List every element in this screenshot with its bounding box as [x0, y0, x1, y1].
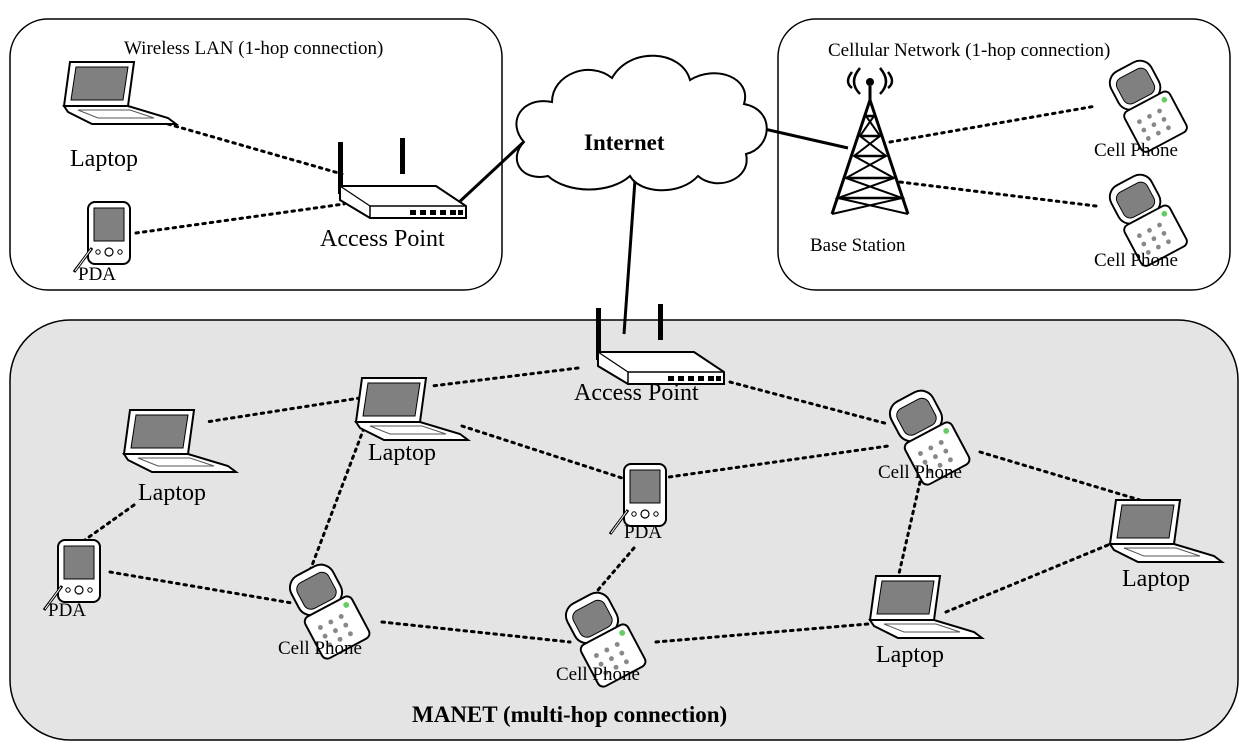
- wlan-title: Wireless LAN (1-hop connection): [124, 38, 383, 59]
- manet-pda-b-label: PDA: [48, 600, 86, 621]
- manet-phone-b-label: Cell Phone: [278, 638, 362, 659]
- manet-pda-a-label: PDA: [624, 522, 662, 543]
- manet-phone-a-label: Cell Phone: [878, 462, 962, 483]
- manet-laptop-b-label: Laptop: [138, 480, 206, 506]
- base-station-label: Base Station: [810, 235, 906, 256]
- manet-title: MANET (multi-hop connection): [412, 702, 727, 727]
- manet-links: [80, 366, 1142, 644]
- link-tower-phone-2: [898, 180, 1098, 208]
- base-station-tower-icon: [830, 67, 910, 215]
- wlan-pda-label: PDA: [78, 264, 116, 285]
- link-laptop-ap: [166, 122, 344, 176]
- cellular-title: Cellular Network (1-hop connection): [828, 40, 1110, 61]
- wlan-laptop-label: Laptop: [70, 146, 138, 172]
- manet-access-point-label: Access Point: [574, 380, 699, 406]
- link-tower-phone-1: [888, 104, 1098, 144]
- internet-label: Internet: [584, 130, 665, 155]
- wire-internet-tower: [759, 126, 849, 150]
- wlan-panel: [9, 18, 503, 291]
- manet-phone-c-label: Cell Phone: [556, 664, 640, 685]
- wire-internet-manet-ap: [622, 165, 638, 335]
- link-pda-ap: [134, 202, 346, 235]
- cellular-phone-1-label: Cell Phone: [1094, 140, 1178, 161]
- manet-laptop-d-label: Laptop: [876, 642, 944, 668]
- cellular-phone-2-label: Cell Phone: [1094, 250, 1178, 271]
- internet-cloud-icon: [515, 54, 768, 192]
- wlan-access-point-label: Access Point: [320, 226, 445, 252]
- wire-ap-internet: [454, 136, 530, 207]
- manet-laptop-a-label: Laptop: [368, 440, 436, 466]
- manet-laptop-c-label: Laptop: [1122, 566, 1190, 592]
